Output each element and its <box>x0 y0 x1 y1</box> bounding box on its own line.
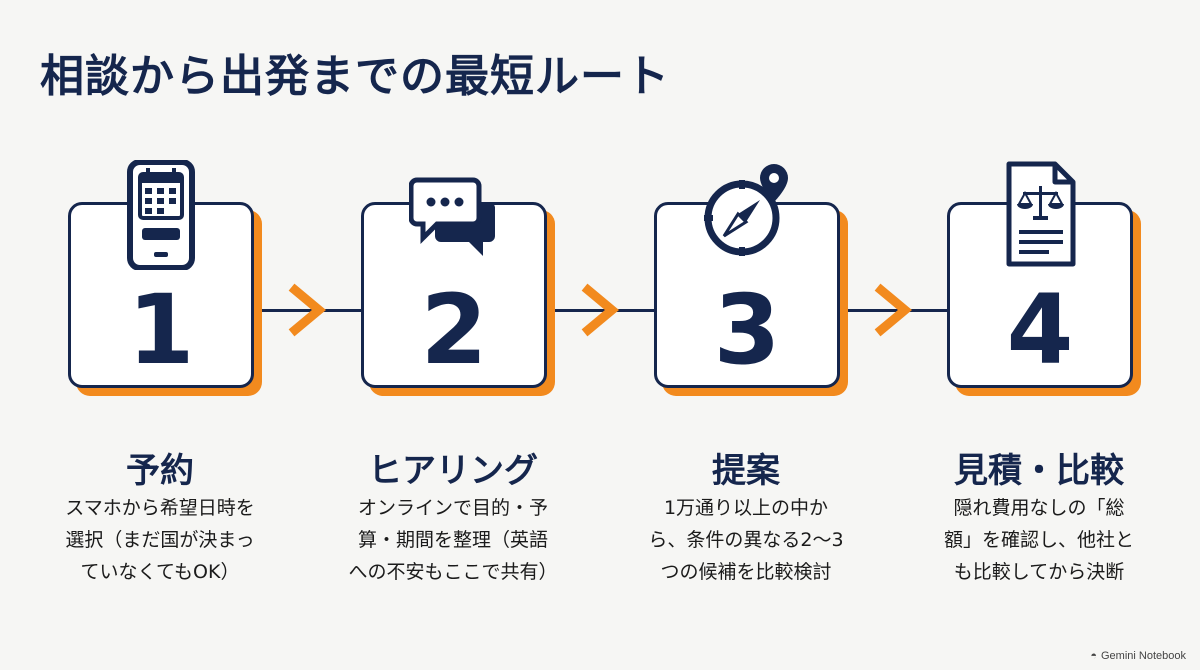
document-scales-icon <box>995 160 1085 270</box>
chevron-right-icon <box>581 283 620 337</box>
step-description: 1万通り以上の中か ら、条件の異なる2〜3 つの候補を比較検討 <box>606 492 886 588</box>
description-line: 選択（まだ国が決まっ <box>65 529 255 551</box>
step-4: 4 見積・比較 隠れ費用なしの「総 額」を確認し、他社と も比較してから決断 <box>899 160 1159 600</box>
step-number: 4 <box>1006 274 1074 386</box>
connector-line-3 <box>841 309 951 312</box>
step-1: 1 予約 スマホから希望日時を 選択（まだ国が決まっ ていなくてもOK） <box>20 159 280 600</box>
step-3: 3 提案 1万通り以上の中か ら、条件の異なる2〜3 つの候補を比較検討 <box>606 160 866 600</box>
description-line: ら、条件の異なる2〜3 <box>648 529 844 551</box>
watermark: ◓ Gemini Notebook <box>1090 650 1186 662</box>
compass-pin-icon <box>702 160 792 270</box>
step-number: 2 <box>420 274 488 386</box>
step-title: 予約 <box>126 451 194 491</box>
description-line: スマホから希望日時を <box>65 497 255 519</box>
description-line: 1万通り以上の中か <box>663 497 829 519</box>
smartphone-calendar-icon <box>116 159 206 271</box>
description-line: 額」を確認し、他社と <box>943 529 1134 551</box>
step-description: スマホから希望日時を 選択（まだ国が決まっ ていなくてもOK） <box>20 492 300 588</box>
step-description: オンラインで目的・予 算・期間を整理（英語 への不安もここで共有） <box>313 492 593 588</box>
step-2: 2 ヒアリング オンラインで目的・予 算・期間を整理（英語 への不安もここで共有… <box>313 160 573 600</box>
description-line: 隠れ費用なしの「総 <box>953 497 1125 519</box>
chat-bubbles-icon <box>408 160 499 270</box>
connector-line-1 <box>255 309 365 312</box>
step-title: 見積・比較 <box>954 451 1124 491</box>
description-line: オンラインで目的・予 <box>357 497 548 519</box>
watermark-text: Gemini Notebook <box>1101 650 1186 662</box>
page-title: 相談から出発までの最短ルート <box>40 51 670 102</box>
connector-line-2 <box>548 309 658 312</box>
description-line: 算・期間を整理（英語 <box>357 529 548 551</box>
step-number: 1 <box>127 274 195 386</box>
chevron-right-icon <box>874 283 913 337</box>
notebook-logo-icon: ◓ <box>1090 650 1097 662</box>
step-description: 隠れ費用なしの「総 額」を確認し、他社と も比較してから決断 <box>899 492 1179 588</box>
description-line: への不安もここで共有） <box>348 561 558 583</box>
description-line: つの候補を比較検討 <box>660 561 832 583</box>
step-title: ヒアリング <box>368 451 538 491</box>
description-line: も比較してから決断 <box>953 561 1125 583</box>
step-title: 提案 <box>712 451 780 491</box>
description-line: ていなくてもOK） <box>80 561 240 583</box>
step-number: 3 <box>713 274 781 386</box>
chevron-right-icon <box>288 283 327 337</box>
